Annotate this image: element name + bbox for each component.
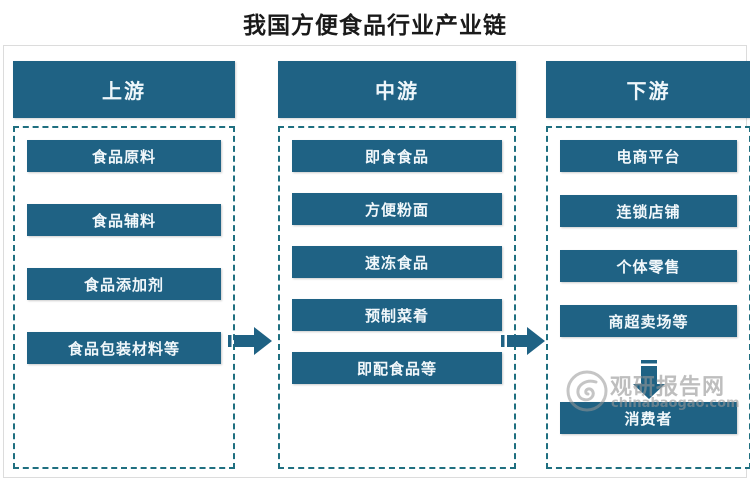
node-item[interactable]: 食品辅料 [27,204,221,236]
arrow-right-icon [228,324,273,358]
node-item[interactable]: 食品原料 [27,140,221,172]
column-body-downstream: 电商平台 连锁店铺 个体零售 商超卖场等 消费者 [546,126,750,469]
node-item[interactable]: 连锁店铺 [560,195,737,227]
node-item[interactable]: 商超卖场等 [560,305,737,337]
node-list-downstream: 电商平台 连锁店铺 个体零售 商超卖场等 消费者 [560,140,737,455]
node-item-consumer[interactable]: 消费者 [560,402,737,434]
column-header-midstream: 中游 [278,61,516,118]
node-item[interactable]: 速冻食品 [292,246,502,278]
diagram-frame: 上游 食品原料 食品辅料 食品添加剂 食品包装材料等 中游 即食 [3,45,750,478]
column-body-upstream: 食品原料 食品辅料 食品添加剂 食品包装材料等 [13,126,235,469]
column-header-upstream: 上游 [13,61,235,118]
node-item[interactable]: 个体零售 [560,250,737,282]
node-list-midstream: 即食食品 方便粉面 速冻食品 预制菜肴 即配食品等 [292,140,502,455]
node-item[interactable]: 电商平台 [560,140,737,172]
node-list-upstream: 食品原料 食品辅料 食品添加剂 食品包装材料等 [27,140,221,455]
page-title: 我国方便食品行业产业链 [243,12,507,39]
node-item[interactable]: 食品包装材料等 [27,332,221,364]
node-item[interactable]: 预制菜肴 [292,299,502,331]
node-item[interactable]: 方便粉面 [292,193,502,225]
column-header-downstream: 下游 [546,61,750,118]
node-item[interactable]: 即食食品 [292,140,502,172]
column-body-midstream: 即食食品 方便粉面 速冻食品 预制菜肴 即配食品等 [278,126,516,469]
node-item[interactable]: 即配食品等 [292,352,502,384]
node-item[interactable]: 食品添加剂 [27,268,221,300]
arrow-down-icon [630,360,668,400]
arrow-right-icon [501,324,546,358]
